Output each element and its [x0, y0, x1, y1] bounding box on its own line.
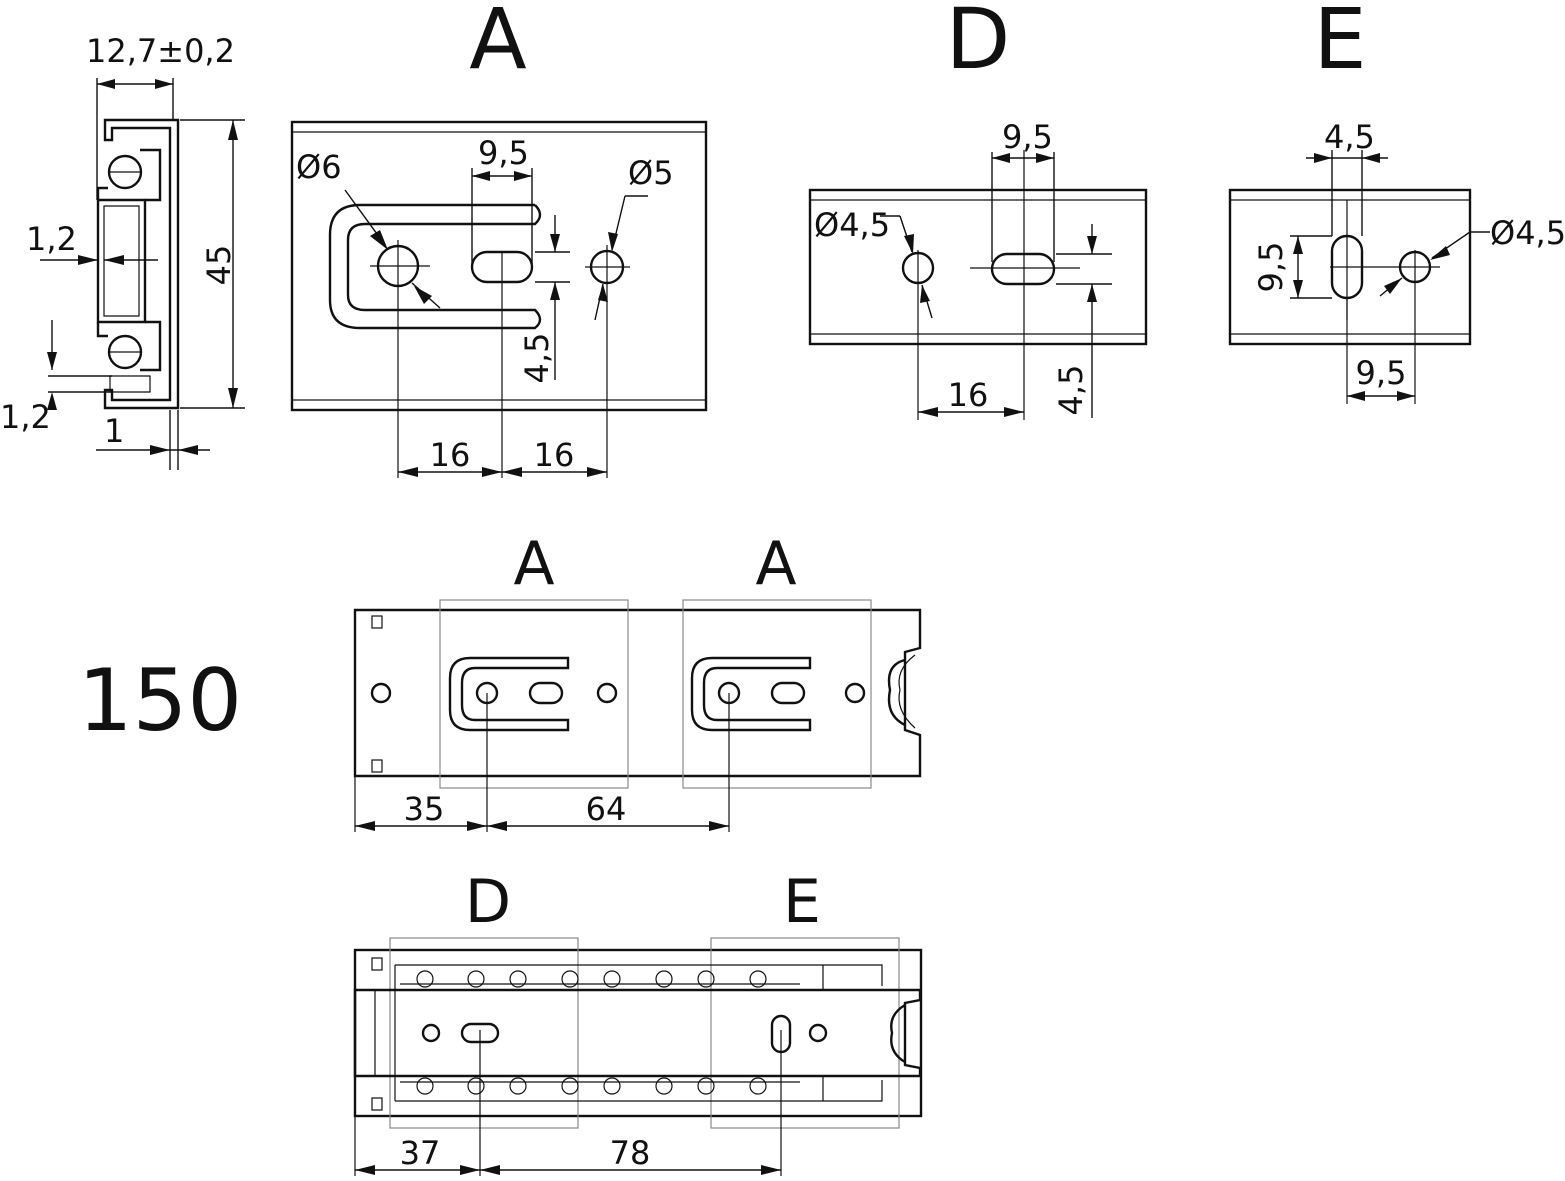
- assembly-bottom-rail: [353, 937, 923, 1176]
- section-thickness-label: 1: [104, 412, 124, 450]
- assembly-top-pitch-label: 64: [586, 790, 627, 828]
- assembly-top-a1-title: A: [513, 529, 554, 599]
- assembly-bottom-offset-label: 37: [400, 1134, 441, 1172]
- detail-a-large-hole-label: Ø6: [296, 148, 342, 186]
- rail-cross-section: [96, 118, 180, 410]
- detail-a: [290, 120, 708, 478]
- detail-d: [808, 150, 1148, 420]
- assembly-top-a2-title: A: [755, 529, 796, 599]
- assembly-top-offset-label: 35: [404, 790, 445, 828]
- section-height-label: 45: [200, 245, 238, 286]
- rail-length-label: 150: [78, 651, 242, 751]
- detail-a-small-hole-label: Ø5: [628, 154, 674, 192]
- detail-a-spacing-2-label: 16: [534, 436, 575, 474]
- detail-a-slot-width-label: 4,5: [518, 333, 556, 384]
- detail-a-slot-length-label: 9,5: [478, 134, 529, 172]
- detail-d-slot-length-label: 9,5: [1002, 118, 1053, 156]
- detail-e: [1228, 150, 1490, 404]
- assembly-top-rail: [353, 599, 922, 832]
- section-left-gap-label: 1,2: [26, 220, 77, 258]
- detail-e-slot-width-label: 4,5: [1324, 118, 1375, 156]
- assembly-bottom-pitch-label: 78: [610, 1134, 651, 1172]
- detail-e-spacing-label: 9,5: [1356, 354, 1407, 392]
- detail-e-hole-label: Ø4,5: [1490, 214, 1565, 252]
- detail-a-title: A: [469, 0, 526, 88]
- section-width-label: 12,7±0,2: [86, 32, 235, 70]
- assembly-bottom-d-title: D: [465, 867, 511, 937]
- detail-e-title: E: [1313, 0, 1366, 88]
- detail-d-title: D: [946, 0, 1011, 88]
- detail-d-spacing-label: 16: [948, 376, 989, 414]
- assembly-bottom-e-title: E: [783, 867, 821, 937]
- section-bottom-gap-label: 1,2: [0, 398, 51, 436]
- detail-d-slot-width-label: 4,5: [1052, 365, 1090, 416]
- detail-a-spacing-1-label: 16: [430, 436, 471, 474]
- section-dimensions: [40, 78, 245, 470]
- detail-e-slot-length-label: 9,5: [1252, 242, 1290, 293]
- detail-d-hole-label: Ø4,5: [814, 206, 890, 244]
